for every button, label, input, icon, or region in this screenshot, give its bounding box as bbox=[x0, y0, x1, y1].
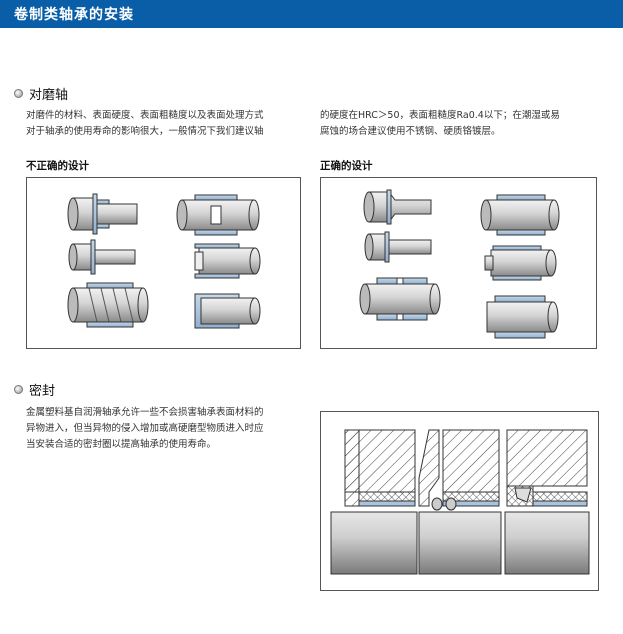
shaft-paragraph-left-line-1: 对磨件的材料、表面硬度、表面粗糙度以及表面处理方式 bbox=[26, 110, 264, 121]
shaft-paragraph-left: 对磨件的材料、表面硬度、表面粗糙度以及表面处理方式 对于轴承的使用寿命的影响很大… bbox=[26, 108, 311, 140]
bullet-icon bbox=[14, 89, 23, 98]
incorrect-shaft-3 bbox=[68, 239, 136, 275]
shaft-paragraph-right-line-1: 的硬度在HRC＞50，表面粗糙度Ra0.4以下；在潮湿或易 bbox=[320, 110, 560, 121]
correct-shaft-5 bbox=[359, 277, 441, 321]
seal-paragraph-line-1: 金属塑料基自润滑轴承允许一些不会损害轴承表面材料的 bbox=[26, 407, 264, 418]
correct-design-label: 正确的设计 bbox=[320, 160, 373, 172]
seal-section-heading: 密封 bbox=[14, 380, 55, 399]
seal-paragraph-line-3: 当安装合适的密封圈以提高轴承的使用寿命。 bbox=[26, 439, 217, 450]
correct-shaft-4 bbox=[484, 245, 557, 281]
incorrect-shaft-1 bbox=[67, 193, 138, 235]
incorrect-shaft-5 bbox=[67, 282, 149, 328]
correct-design-figure bbox=[320, 177, 597, 349]
correct-shaft-3 bbox=[364, 231, 432, 263]
incorrect-shaft-2 bbox=[176, 194, 260, 236]
bullet-icon bbox=[14, 385, 23, 394]
shaft-section-title: 对磨轴 bbox=[29, 88, 69, 103]
seal-section-title: 密封 bbox=[29, 384, 56, 399]
seal-figure bbox=[320, 411, 599, 591]
seal-paragraph-line-2: 异物进入，但当异物的侵入增加或高硬磨型物质进入时应 bbox=[26, 423, 264, 434]
shaft-paragraph-right: 的硬度在HRC＞50，表面粗糙度Ra0.4以下；在潮湿或易 腐蚀的场合建议使用不… bbox=[320, 108, 610, 140]
header-banner: 卷制类轴承的安装 bbox=[0, 0, 623, 28]
seal-panel-2 bbox=[418, 429, 502, 575]
incorrect-design-label: 不正确的设计 bbox=[26, 160, 89, 172]
seal-panel-1 bbox=[330, 429, 418, 575]
shaft-section-heading: 对磨轴 bbox=[14, 84, 68, 103]
incorrect-design-figure bbox=[26, 177, 301, 349]
seal-paragraph: 金属塑料基自润滑轴承允许一些不会损害轴承表面材料的 异物进入，但当异物的侵入增加… bbox=[26, 405, 311, 453]
incorrect-shaft-4 bbox=[194, 243, 261, 279]
shaft-paragraph-left-line-2: 对于轴承的使用寿命的影响很大，一般情况下我们建议轴 bbox=[26, 126, 264, 137]
page-title: 卷制类轴承的安装 bbox=[14, 7, 134, 23]
correct-shaft-1 bbox=[363, 189, 432, 225]
incorrect-shaft-6 bbox=[194, 293, 261, 329]
correct-shaft-6 bbox=[486, 295, 559, 339]
correct-shaft-2 bbox=[480, 194, 560, 236]
seal-panel-3 bbox=[504, 429, 590, 575]
shaft-paragraph-right-line-2: 腐蚀的场合建议使用不锈钢、硬质铬镀层。 bbox=[320, 126, 501, 137]
